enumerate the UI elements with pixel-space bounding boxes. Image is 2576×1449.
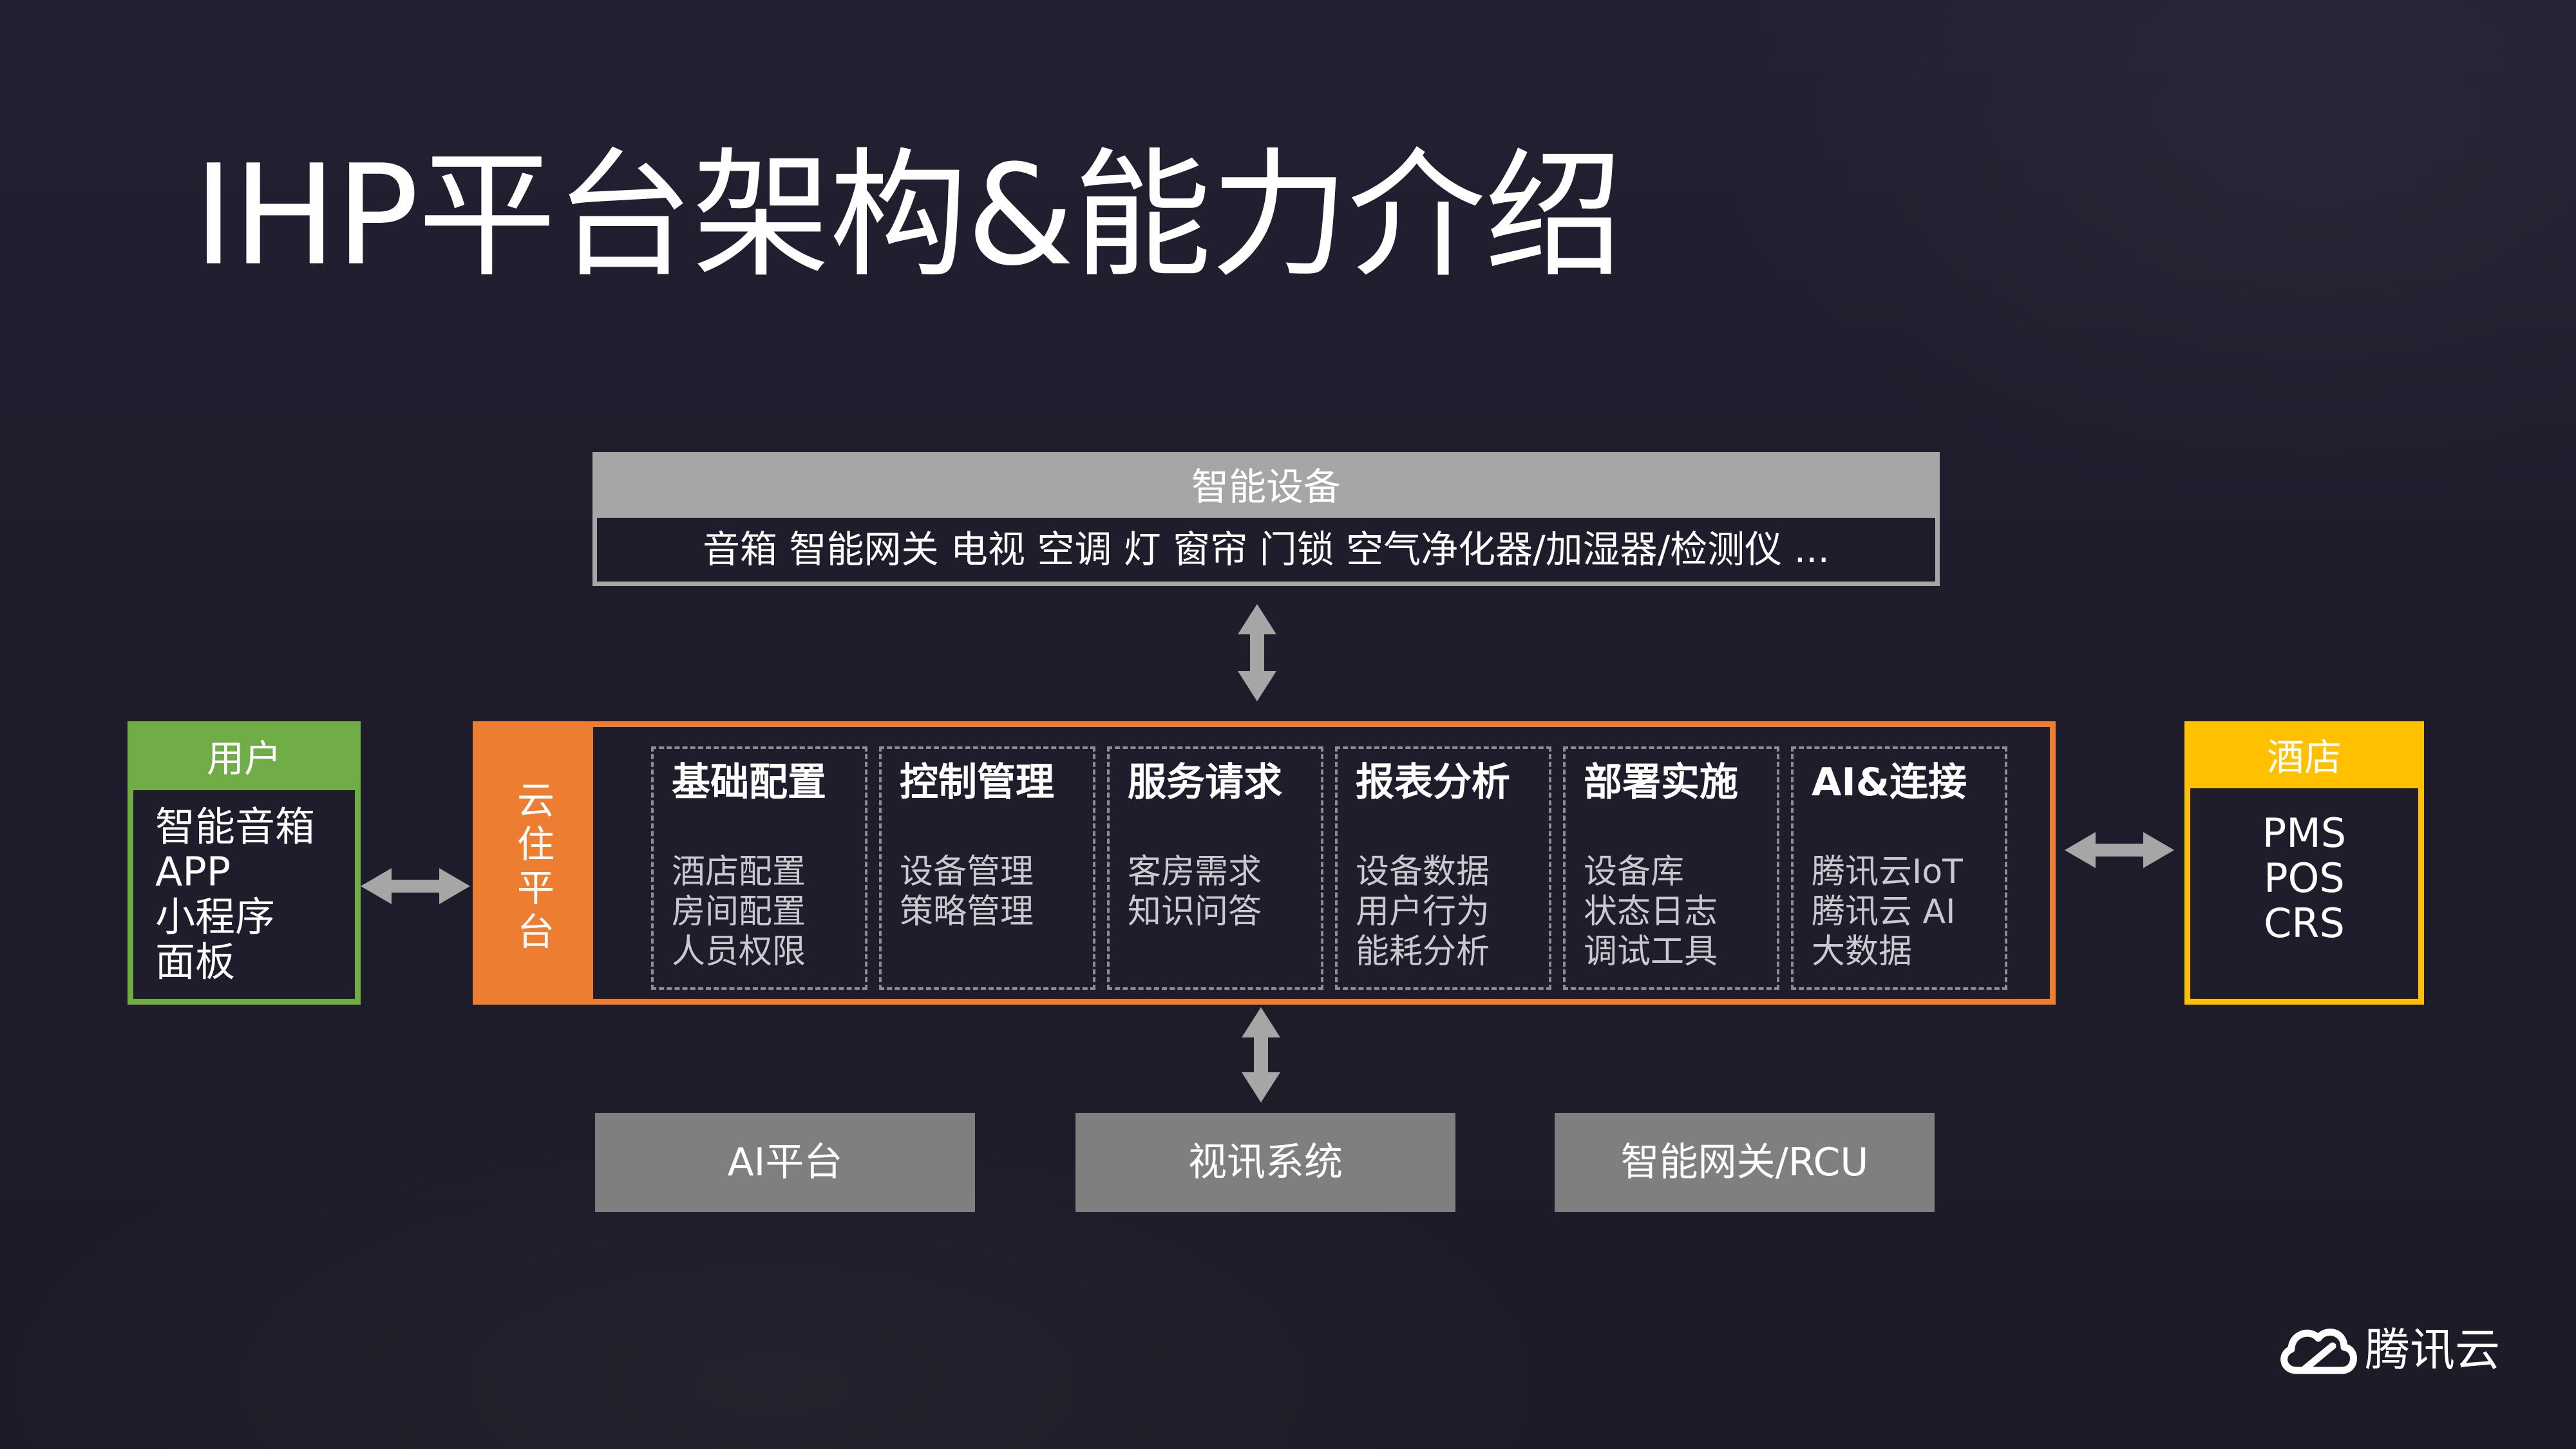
user-item: 智能音箱 [155,803,316,850]
module-item: 腾讯云 AI [1812,893,1956,931]
module-item: 设备管理 [900,853,1034,891]
user-item: APP [155,848,231,895]
module-items: 腾讯云IoT 腾讯云 AI 大数据 [1812,852,1963,972]
arrow-platform-hotel [2065,832,2174,868]
module-items: 设备数据 用户行为 能耗分析 [1356,852,1490,972]
arrow-platform-bottom [1242,1007,1280,1103]
module-items: 酒店配置 房间配置 人员权限 [672,852,806,972]
module-title: 控制管理 [900,760,1054,805]
platform-label: 云 住 平 台 [478,779,593,954]
user-box: 用户 智能音箱 APP 小程序 面板 [128,721,361,1005]
module-item: 房间配置 [672,893,806,931]
ai-platform-box: AI平台 [595,1113,975,1212]
platform-label-char: 平 [516,866,554,910]
user-item: 面板 [155,938,236,985]
hotel-item: PMS [2262,810,2347,857]
module-item: 状态日志 [1584,893,1718,931]
module-item: 人员权限 [672,933,806,971]
smart-devices-header: 智能设备 [597,457,1935,518]
platform-label-char: 云 [516,779,554,822]
user-list: 智能音箱 APP 小程序 面板 [155,804,315,985]
platform-label-char: 台 [516,910,554,954]
smart-devices-box: 智能设备 音箱 智能网关 电视 空调 灯 窗帘 门锁 空气净化器/加湿器/检测仪… [592,452,1940,586]
arrow-user-platform [361,868,470,904]
module-item: 用户行为 [1356,893,1490,931]
module-title: 服务请求 [1128,760,1282,805]
page-title: IHP平台架构&能力介绍 [193,135,1623,296]
module-items: 设备管理 策略管理 [900,852,1034,932]
hotel-item: POS [2264,855,2345,902]
cloud-platform-box: 云 住 平 台 基础配置 酒店配置 房间配置 人员权限 控制管理 设备管理 策略… [473,721,2056,1005]
platform-label-bar: 云 住 平 台 [478,727,593,999]
module-item: 设备库 [1584,853,1685,891]
module-title: AI&连接 [1812,760,1967,805]
module-ai-connect: AI&连接 腾讯云IoT 腾讯云 AI 大数据 [1791,746,2007,990]
hotel-list: PMS POS CRS [2190,811,2418,946]
module-control-management: 控制管理 设备管理 策略管理 [879,746,1095,990]
logo-text: 腾讯云 [2365,1323,2500,1376]
module-item: 设备数据 [1356,853,1490,891]
cloud-logo-icon [2280,1329,2357,1374]
module-basic-config: 基础配置 酒店配置 房间配置 人员权限 [651,746,867,990]
platform-label-char: 住 [516,822,554,866]
module-service-request: 服务请求 客房需求 知识问答 [1107,746,1323,990]
module-item: 策略管理 [900,893,1034,931]
module-item: 腾讯云IoT [1812,853,1963,891]
module-item: 大数据 [1812,933,1913,971]
hotel-box: 酒店 PMS POS CRS [2184,721,2424,1005]
user-item: 小程序 [155,893,276,940]
module-item: 知识问答 [1128,893,1262,931]
video-system-box: 视讯系统 [1075,1113,1455,1212]
module-items: 设备库 状态日志 调试工具 [1584,852,1718,972]
module-report-analysis: 报表分析 设备数据 用户行为 能耗分析 [1335,746,1551,990]
module-item: 客房需求 [1128,853,1262,891]
module-items: 客房需求 知识问答 [1128,852,1262,932]
module-title: 报表分析 [1356,760,1510,805]
module-item: 能耗分析 [1356,933,1490,971]
tencent-cloud-logo: 腾讯云 [2277,1314,2509,1385]
module-title: 部署实施 [1584,760,1738,805]
arrow-devices-platform [1238,604,1276,701]
smart-gateway-rcu-box: 智能网关/RCU [1555,1113,1935,1212]
hotel-header: 酒店 [2190,727,2418,788]
hotel-item: CRS [2264,900,2345,947]
module-item: 酒店配置 [672,853,806,891]
user-header: 用户 [133,727,355,790]
module-title: 基础配置 [672,760,826,805]
module-deployment: 部署实施 设备库 状态日志 调试工具 [1563,746,1779,990]
module-item: 调试工具 [1584,933,1718,971]
smart-devices-list: 音箱 智能网关 电视 空调 灯 窗帘 门锁 空气净化器/加湿器/检测仪 ... [703,527,1830,571]
